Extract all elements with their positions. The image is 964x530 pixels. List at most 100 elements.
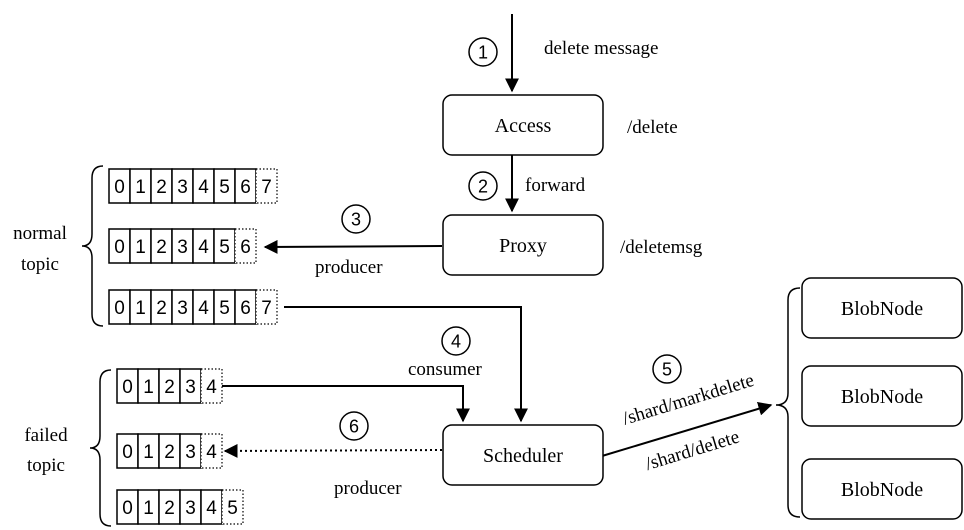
queue-cell-label: 5 — [219, 237, 230, 258]
step-marker-3: 3 — [341, 204, 371, 234]
scheduler-label: Scheduler — [483, 445, 563, 467]
shard-delete-label: /shard/delete — [643, 427, 742, 475]
svg-text:4: 4 — [451, 332, 461, 352]
step-marker-2: 2 — [468, 171, 498, 201]
queue-cell-label: 5 — [227, 498, 238, 519]
queue-pending-cell: 7 — [255, 168, 278, 204]
queue-cell-label: 1 — [143, 442, 154, 463]
proxy-label: Proxy — [499, 235, 547, 257]
queue-cell-label: 0 — [114, 237, 125, 258]
blobnode-2: BlobNode — [801, 365, 963, 427]
forward-label: forward — [525, 175, 586, 196]
queue-cell: 4 — [192, 289, 215, 325]
blobnode-label: BlobNode — [841, 479, 923, 501]
queue-cell: 2 — [150, 289, 173, 325]
queue-cell-label: 3 — [177, 298, 188, 319]
queue-cell: 2 — [158, 489, 181, 525]
queue-cell-label: 2 — [164, 442, 175, 463]
queue-cell: 4 — [192, 228, 215, 264]
queue-cell: 3 — [171, 168, 194, 204]
edge-producer-failed — [223, 443, 443, 458]
failed-topic-label-line1: failed — [24, 425, 68, 446]
queue-cell-label: 7 — [261, 177, 272, 198]
svg-text:2: 2 — [478, 177, 488, 197]
proxy-node: Proxy — [442, 214, 604, 276]
queue-cell: 1 — [129, 228, 152, 264]
queue-cell-label: 4 — [198, 298, 209, 319]
queue-cell-label: 4 — [198, 177, 209, 198]
queue-cell: 3 — [179, 489, 202, 525]
queue-cell: 1 — [137, 433, 160, 469]
edge-consumer — [222, 385, 470, 423]
queue-cell: 2 — [150, 228, 173, 264]
queue-cell: 5 — [213, 228, 236, 264]
queue-cell-label: 1 — [135, 177, 146, 198]
queue-cell: 6 — [234, 168, 257, 204]
queue-cell: 4 — [192, 168, 215, 204]
queue-cell-label: 2 — [156, 298, 167, 319]
queue-cell-label: 4 — [198, 237, 209, 258]
queue-cell: 2 — [158, 433, 181, 469]
blobnode-label: BlobNode — [841, 386, 923, 408]
queue-cell: 3 — [179, 368, 202, 404]
queue-cell-label: 3 — [185, 442, 196, 463]
queue-cell-label: 6 — [240, 237, 251, 258]
queue-cell-label: 1 — [143, 377, 154, 398]
queue-cell: 0 — [116, 489, 139, 525]
queue-cell-label: 0 — [122, 442, 133, 463]
normal-topic-label-line1: normal — [13, 223, 67, 244]
step-marker-1: 1 — [468, 37, 498, 67]
producer-normal-label: producer — [315, 257, 383, 278]
blobnode-label: BlobNode — [841, 298, 923, 320]
failed-topic-bracket — [89, 369, 112, 527]
queue-cell: 4 — [200, 489, 223, 525]
queue-cell-label: 1 — [135, 237, 146, 258]
queue-cell: 2 — [158, 368, 181, 404]
queue-cell: 0 — [108, 168, 131, 204]
queue-cell-label: 6 — [240, 298, 251, 319]
queue-pending-cell: 5 — [221, 489, 244, 525]
queue-cell-label: 2 — [156, 237, 167, 258]
markdelete-label: /shard/markdelete — [620, 370, 756, 430]
svg-text:1: 1 — [478, 43, 488, 63]
queue-cell-label: 2 — [164, 498, 175, 519]
queue-cell-label: 3 — [185, 377, 196, 398]
producer-failed-label: producer — [334, 478, 402, 499]
queue-cell-label: 4 — [206, 498, 217, 519]
blobnode-3: BlobNode — [801, 458, 963, 520]
step-marker-5: 5 — [652, 354, 682, 384]
queue-cell-label: 3 — [177, 237, 188, 258]
queue-cell: 2 — [150, 168, 173, 204]
queue-pending-cell: 4 — [200, 433, 223, 469]
blobnode-1: BlobNode — [801, 277, 963, 339]
consumer-label: consumer — [408, 359, 483, 380]
queue-pending-cell: 4 — [200, 368, 223, 404]
queue-cell-label: 1 — [135, 298, 146, 319]
delete-path-label: /delete — [627, 117, 678, 138]
queue-cell-label: 0 — [122, 377, 133, 398]
queue-cell: 5 — [213, 289, 236, 325]
queue-cell-label: 3 — [185, 498, 196, 519]
queue-cell-label: 4 — [206, 442, 217, 463]
queue-cell: 0 — [116, 433, 139, 469]
deletemsg-path-label: /deletemsg — [620, 237, 703, 258]
queue-cell: 5 — [213, 168, 236, 204]
queue-cell: 0 — [108, 228, 131, 264]
queue-cell-label: 6 — [240, 177, 251, 198]
queue-cell-label: 0 — [122, 498, 133, 519]
queue-cell: 1 — [129, 289, 152, 325]
step-marker-6: 6 — [339, 411, 369, 441]
svg-text:6: 6 — [349, 417, 359, 437]
edge-normal-to-scheduler — [284, 306, 528, 423]
queue-cell-label: 5 — [219, 177, 230, 198]
svg-text:5: 5 — [662, 360, 672, 380]
access-node: Access — [442, 94, 604, 156]
edge-producer-normal — [263, 239, 443, 254]
queue-cell: 3 — [179, 433, 202, 469]
svg-text:3: 3 — [351, 210, 361, 230]
queue-cell-label: 1 — [143, 498, 154, 519]
